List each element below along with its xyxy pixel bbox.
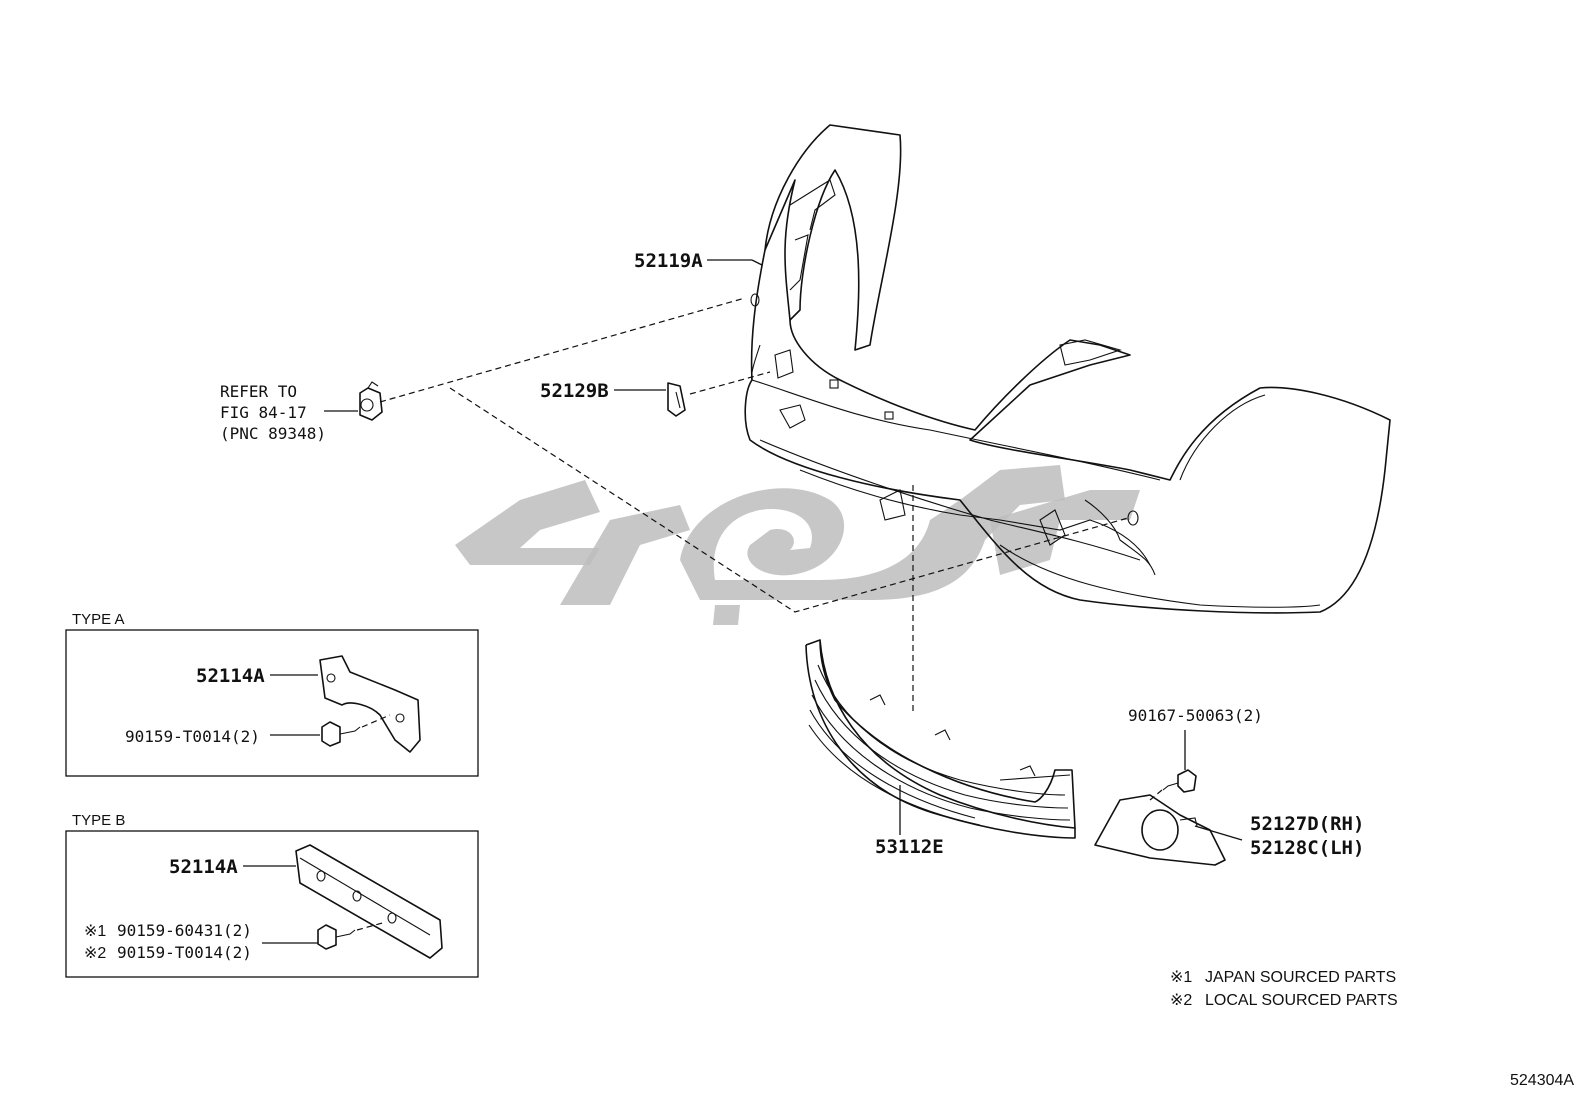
note-2-text: LOCAL SOURCED PARTS	[1205, 992, 1398, 1009]
note-2-mark: ※2	[1170, 992, 1192, 1009]
dash-clip-to-bumper	[379, 297, 746, 403]
dash-cap-to-bumper	[689, 371, 771, 395]
label-refer-line2: FIG 84-17	[220, 403, 307, 422]
front-bumper-cover	[744, 124, 1391, 614]
fog-screw	[1162, 769, 1197, 793]
label-cap: 52129B	[540, 380, 609, 402]
note-1-mark: ※1	[1170, 969, 1192, 986]
dash-type-a-screw	[361, 714, 391, 728]
note-1-text: JAPAN SOURCED PARTS	[1205, 969, 1396, 986]
figure-id: 524304A	[1510, 1072, 1574, 1089]
clip-part	[359, 381, 383, 421]
label-fog-screw: 90167-50063(2)	[1128, 706, 1263, 725]
type-b-bracket	[295, 844, 443, 959]
label-bumper-cover: 52119A	[634, 250, 703, 272]
label-fog-cover-rh: 52127D(RH)	[1250, 813, 1364, 835]
type-a-bracket-label: 52114A	[196, 665, 265, 687]
leader-bumper-cover-tip	[751, 259, 763, 266]
cap-part	[667, 382, 686, 417]
label-refer-line1: REFER TO	[220, 382, 297, 401]
type-b-screw2-mark: ※2	[84, 945, 106, 962]
type-a-screw-label: 90159-T0014(2)	[125, 727, 260, 746]
dash-fog-screw	[1149, 789, 1163, 801]
leader-fog-cover	[1194, 825, 1243, 841]
type-b-bracket-label: 52114A	[169, 856, 238, 878]
watermark-logo	[455, 465, 1140, 625]
fog-lamp-cover	[1094, 794, 1226, 866]
lower-grille	[805, 639, 1076, 839]
type-b-screw	[317, 924, 356, 950]
dash-type-b-screw	[356, 921, 387, 931]
label-fog-cover-lh: 52128C(LH)	[1250, 837, 1364, 859]
label-grille: 53112E	[875, 836, 944, 858]
type-b-title: TYPE B	[72, 812, 125, 829]
type-b-screw2-label: 90159-T0014(2)	[117, 943, 252, 962]
label-refer-line3: (PNC 89348)	[220, 424, 326, 443]
type-b-screw1-mark: ※1	[84, 923, 106, 940]
type-a-bracket	[319, 655, 421, 753]
dash-clip-to-lower	[449, 387, 1129, 613]
type-b-screw1-label: 90159-60431(2)	[117, 921, 252, 940]
type-a-box	[65, 629, 479, 777]
type-b-box	[65, 830, 479, 978]
type-a-screw	[321, 721, 361, 747]
type-a-title: TYPE A	[72, 611, 125, 628]
